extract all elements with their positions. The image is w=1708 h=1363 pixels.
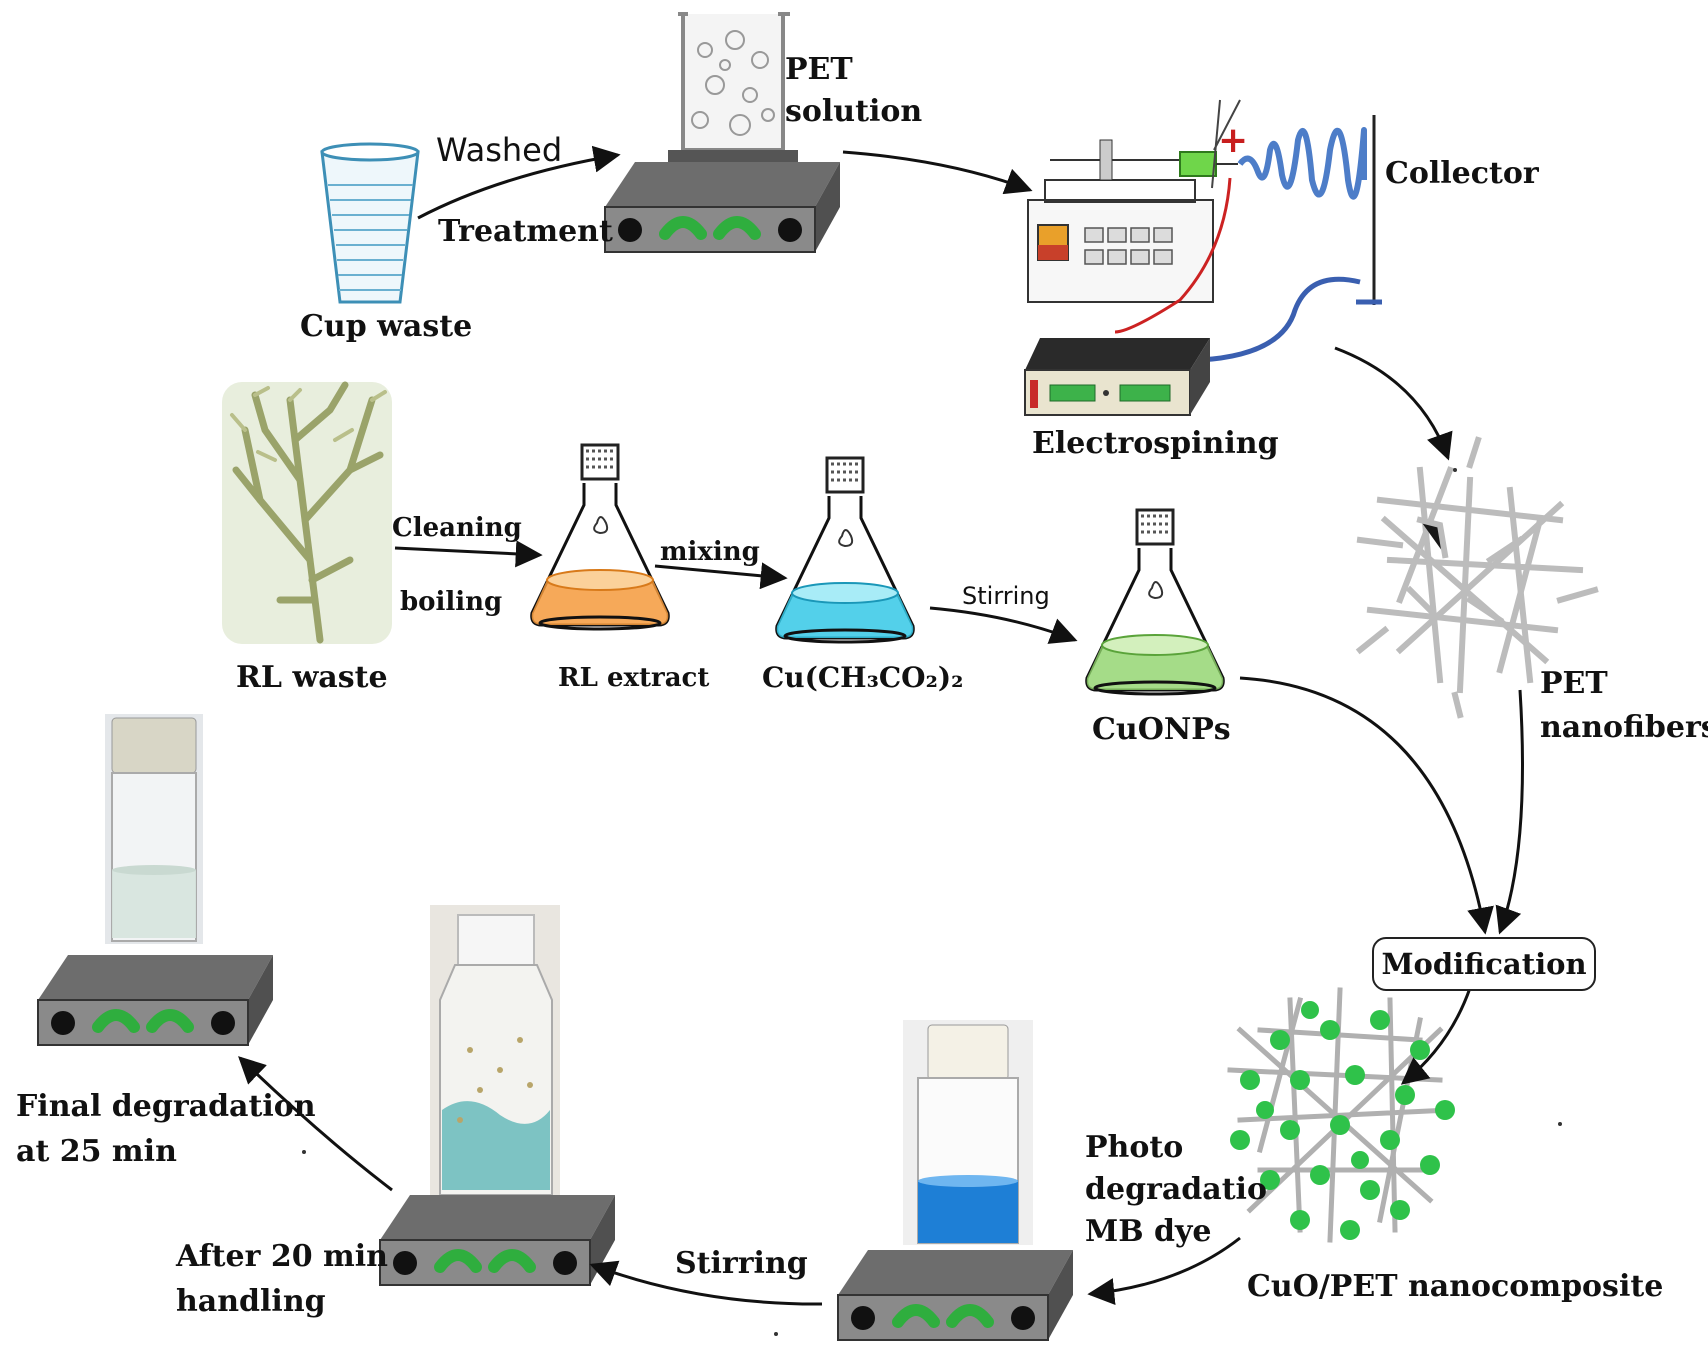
- svg-text:+: +: [1218, 120, 1248, 161]
- stirring-bottom-label: Stirring: [675, 1246, 808, 1281]
- nanofiber-mesh-icon: [1355, 436, 1599, 719]
- after-20-min-label-2: handling: [176, 1284, 326, 1319]
- magnetic-stirrer-icon: [605, 162, 840, 252]
- after-20-min-label-1: After 20 min: [176, 1239, 388, 1274]
- beaker-icon: [668, 12, 798, 168]
- treatment-label: Treatment: [438, 214, 613, 249]
- syringe-pump-icon: [1027, 139, 1238, 303]
- cuo-pet-nanocomposite-label: CuO/PET nanocomposite: [1247, 1269, 1664, 1304]
- magnetic-stirrer-icon: [838, 1250, 1073, 1340]
- rl-extract-label: RL extract: [558, 663, 710, 693]
- plant-photo: [222, 381, 392, 644]
- magnetic-stirrer-icon: [38, 955, 273, 1045]
- magnetic-stirrer-icon: [380, 1195, 615, 1285]
- cleaning-label: Cleaning: [392, 513, 522, 543]
- boiling-label: boiling: [400, 587, 503, 617]
- vial-photo: [105, 714, 203, 944]
- flask-cu-acetate: [775, 456, 915, 644]
- plastic-cup-icon: [320, 142, 420, 304]
- electrospining-label: Electrospining: [1032, 426, 1279, 461]
- cu-acetate-label: Cu(CH₃CO₂)₂: [762, 661, 964, 694]
- rl-waste-label: RL waste: [236, 660, 388, 695]
- photo-degradation-label-1: Photo: [1085, 1130, 1184, 1165]
- flask-cuonps: [1085, 508, 1225, 696]
- pet-nanofibers-label-1: PET: [1540, 666, 1608, 701]
- flow-arrows: [238, 145, 1524, 1306]
- washed-label: Washed: [436, 131, 563, 169]
- power-supply-icon: [1024, 338, 1210, 416]
- final-degradation-label-1: Final degradation: [16, 1089, 316, 1124]
- cup-waste-label: Cup waste: [300, 309, 473, 344]
- mixing-label: mixing: [660, 537, 760, 567]
- pet-nanofibers-label-2: nanofibers: [1540, 710, 1708, 745]
- cuonps-label: CuONPs: [1092, 712, 1231, 747]
- pet-solution-label-1: PET: [785, 52, 853, 87]
- stirring-top-label: Stirring: [962, 582, 1050, 610]
- photo-degradation-label-2: degradatio: [1085, 1172, 1267, 1207]
- photo-degradation-label-3: MB dye: [1085, 1214, 1212, 1249]
- final-degradation-label-2: at 25 min: [16, 1134, 177, 1169]
- nanocomposite-icon: [1227, 987, 1455, 1243]
- collector-label: Collector: [1385, 156, 1539, 191]
- flask-rl-extract: [530, 443, 670, 631]
- bottle-photo: [430, 905, 560, 1196]
- modification-box: Modification: [1372, 937, 1596, 991]
- pet-solution-label-2: solution: [785, 94, 923, 129]
- vial-photo: [903, 1020, 1033, 1245]
